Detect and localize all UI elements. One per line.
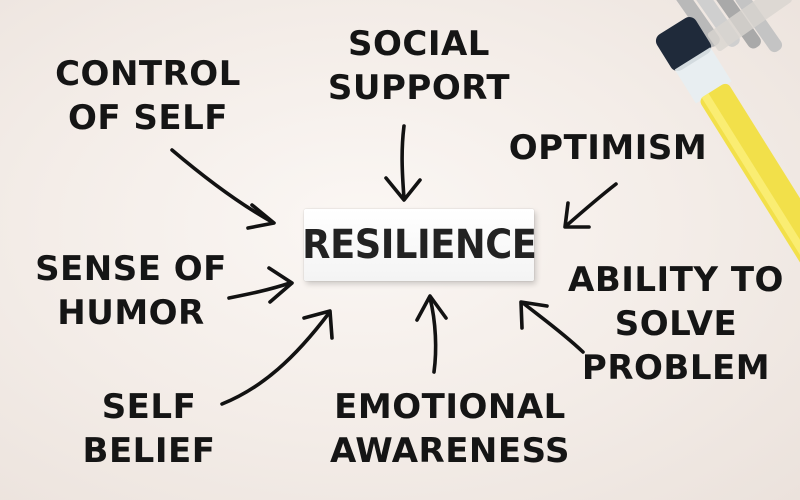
factor-line: SOLVE bbox=[614, 304, 738, 344]
factor-line: BELIEF bbox=[82, 431, 216, 471]
factor-line: SENSE OF bbox=[35, 249, 227, 289]
arrow-control-of-self bbox=[170, 148, 276, 230]
factor-optimism: OPTIMISM bbox=[503, 126, 713, 170]
arrow-sense-of-humor bbox=[227, 266, 294, 304]
factor-social-support: SOCIAL SUPPORT bbox=[326, 22, 512, 110]
factor-line: ABILITY TO bbox=[568, 260, 784, 300]
factor-self-belief: SELF BELIEF bbox=[74, 385, 224, 473]
factor-line: PROBLEM bbox=[581, 348, 771, 388]
factor-line: OF SELF bbox=[67, 98, 229, 138]
arrow-social-support bbox=[384, 124, 422, 202]
factor-line: CONTROL bbox=[55, 54, 241, 94]
resilience-card: RESILIENCE bbox=[301, 209, 537, 281]
factor-ability-to-solve-problem: ABILITY TO SOLVE PROBLEM bbox=[563, 258, 789, 390]
arrow-emotional-awareness bbox=[415, 294, 448, 374]
factor-line: SUPPORT bbox=[327, 68, 511, 108]
resilience-label: RESILIENCE bbox=[301, 222, 537, 268]
arrow-optimism bbox=[563, 182, 618, 229]
factor-line: AWARENESS bbox=[329, 431, 571, 471]
factor-sense-of-humor: SENSE OF HUMOR bbox=[26, 247, 236, 335]
arrow-ability bbox=[519, 300, 585, 354]
factor-line: OPTIMISM bbox=[508, 128, 708, 168]
factor-line: SELF bbox=[101, 387, 197, 427]
factor-line: SOCIAL bbox=[348, 24, 490, 64]
factor-line: EMOTIONAL bbox=[334, 387, 566, 427]
factor-line: HUMOR bbox=[57, 293, 205, 333]
factor-emotional-awareness: EMOTIONAL AWARENESS bbox=[318, 385, 582, 473]
arrow-self-belief bbox=[220, 309, 334, 406]
factor-control-of-self: CONTROL OF SELF bbox=[50, 52, 246, 140]
